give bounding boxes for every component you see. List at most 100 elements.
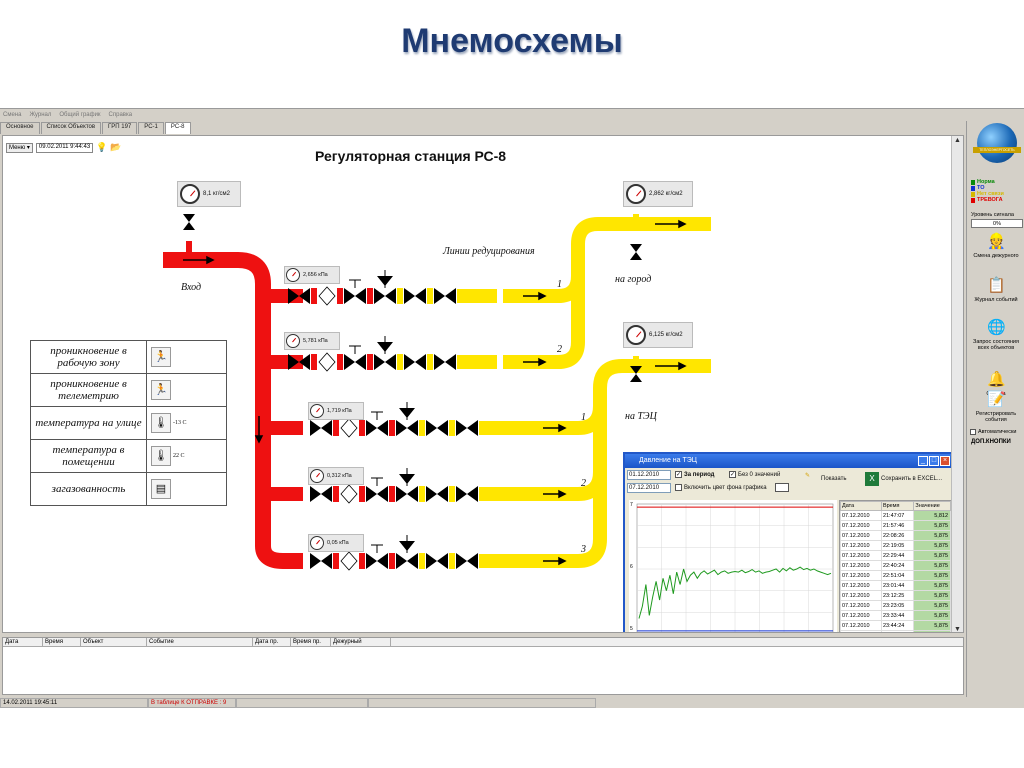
events-column-header[interactable]: Дата пр. [253, 638, 291, 646]
sensor-indicator[interactable]: 🌡22 С [146, 439, 227, 473]
sensor-row: проникновение в телеметрию🏃 [30, 373, 227, 407]
auto-checkbox[interactable]: Автоматически [970, 429, 1016, 435]
folder-icon[interactable]: 📂 [110, 142, 122, 152]
slide-title: Мнемосхемы [401, 22, 623, 60]
events-column-header[interactable]: Дата [3, 638, 43, 646]
pressure-gauge-icon [310, 469, 324, 483]
gauge-line-4[interactable]: 0,312 кПа [308, 467, 364, 485]
right-panel-button[interactable]: 📋Журнал событий [969, 277, 1023, 303]
legend-label: ТРЕВОГА [977, 197, 1003, 203]
gauge-line-3[interactable]: 1,719 кПа [308, 402, 364, 420]
running-man-icon: 🏃 [151, 347, 171, 367]
canvas-menu-button[interactable]: Меню ▾ [6, 142, 33, 153]
filter-icon [340, 418, 358, 438]
table-cell: 5,812 [913, 510, 951, 521]
minimize-button[interactable]: _ [918, 456, 928, 466]
gate-valve-icon [437, 553, 448, 569]
right-panel-button[interactable]: 🔔Сирена [969, 371, 1023, 397]
trend-column-header[interactable]: Дата [840, 501, 882, 511]
events-column-header[interactable]: Дежурный [331, 638, 391, 646]
events-column-header[interactable]: Объект [81, 638, 147, 646]
mnemonic-canvas: Меню ▾ 09.02.2011 9:44:43 💡 📂 Регуляторн… [2, 135, 964, 633]
gauge-inlet[interactable]: 8,1 кг/см2 [177, 181, 241, 207]
table-cell: 23:44:24 [880, 620, 915, 631]
bg-color-checkbox[interactable]: Включить цвет фона графика [675, 484, 767, 491]
sensor-indicator[interactable]: ▤ [146, 472, 227, 506]
gauge-value: 2,656 кПа [303, 272, 328, 278]
gate-valve-icon [310, 486, 321, 502]
menu-item-help[interactable]: Справка [108, 111, 133, 118]
scroll-up-icon[interactable]: ▲ [954, 137, 961, 144]
canvas-scrollbar[interactable]: ▲ ▼ [951, 136, 963, 633]
gate-valve-icon [434, 288, 445, 304]
tab-rs-1[interactable]: РС-1 [138, 122, 164, 134]
sensor-indicator[interactable]: 🌡-13 С [146, 406, 227, 440]
tab-main[interactable]: Основное [0, 122, 40, 134]
menu-item-graph[interactable]: Общий график [59, 111, 101, 118]
checkbox-checked-icon: ✓ [675, 471, 682, 478]
pipe-segment [389, 553, 395, 569]
tab-object-list[interactable]: Список Объектов [40, 122, 102, 134]
gauge-line-2[interactable]: 5,781 кПа [284, 332, 340, 350]
close-button[interactable]: × [940, 456, 950, 466]
period-checkbox[interactable]: ✓За период [675, 471, 715, 478]
scroll-down-icon[interactable]: ▼ [954, 626, 961, 633]
show-button[interactable]: ✎Показать [805, 472, 847, 486]
sensor-name: температура на улице [30, 406, 147, 440]
menu-item-shift[interactable]: Смена [3, 111, 22, 118]
trend-column-header[interactable]: Значение [913, 501, 951, 511]
date-to-select[interactable]: 07.12.2010 [627, 483, 671, 493]
right-panel-button[interactable]: 📝Регистрировать события [969, 391, 1023, 423]
bg-color-swatch[interactable] [775, 483, 789, 492]
gauge-line-1[interactable]: 2,656 кПа [284, 266, 340, 284]
right-panel-button-label: Запрос состояния всех объектов [973, 339, 1019, 351]
sensor-indicator[interactable]: 🏃 [146, 340, 227, 374]
pipe-segment [333, 486, 339, 502]
lamp-icon[interactable]: 💡 [96, 142, 108, 152]
menu-item-journal[interactable]: Журнал [29, 111, 52, 118]
label-to-tec: на ТЭЦ [625, 411, 657, 422]
table-cell: 07.12.2010 [840, 610, 882, 621]
maximize-button[interactable]: □ [929, 456, 939, 466]
duty-shift-icon: 👷 [987, 233, 1006, 250]
date-from-select[interactable]: 01.12.2010 [627, 470, 671, 480]
gauge-city[interactable]: 2,862 кг/см2 [623, 181, 693, 207]
events-column-header[interactable]: Событие [147, 638, 253, 646]
filter-icon [340, 551, 358, 571]
tab-grp-197[interactable]: ГРП 197 [102, 122, 138, 134]
table-cell: 5,875 [913, 630, 951, 632]
status-queue: В таблице К ОТПРАВКЕ : 9 [148, 697, 236, 708]
gate-valve-icon [396, 553, 407, 569]
pipe-segment [359, 553, 365, 569]
trend-column-header[interactable]: Время [880, 501, 915, 511]
events-column-header[interactable]: Время пр. [291, 638, 331, 646]
right-panel-button-label: Журнал событий [974, 297, 1018, 303]
pipe-segment [457, 355, 497, 369]
legend-swatch [971, 197, 975, 203]
tab-rs-8[interactable]: РС-8 [164, 122, 191, 134]
gauge-line-5[interactable]: 0,05 кПа [308, 534, 364, 552]
gate-valve-icon [407, 420, 418, 436]
events-column-header[interactable]: Время [43, 638, 81, 646]
right-panel-button[interactable]: 👷Смена дежурного [969, 233, 1023, 259]
sensor-indicator[interactable]: 🏃 [146, 373, 227, 407]
filter-icon [318, 286, 336, 306]
right-panel-button[interactable]: 🌐Запрос состояния всех объектов [969, 319, 1023, 351]
no-zero-checkbox[interactable]: ✓Без 0 значений [729, 471, 781, 478]
gauge-tec[interactable]: 6,125 кг/см2 [623, 322, 693, 348]
extra-buttons-label[interactable]: ДОП.КНОПКИ [971, 439, 1011, 445]
